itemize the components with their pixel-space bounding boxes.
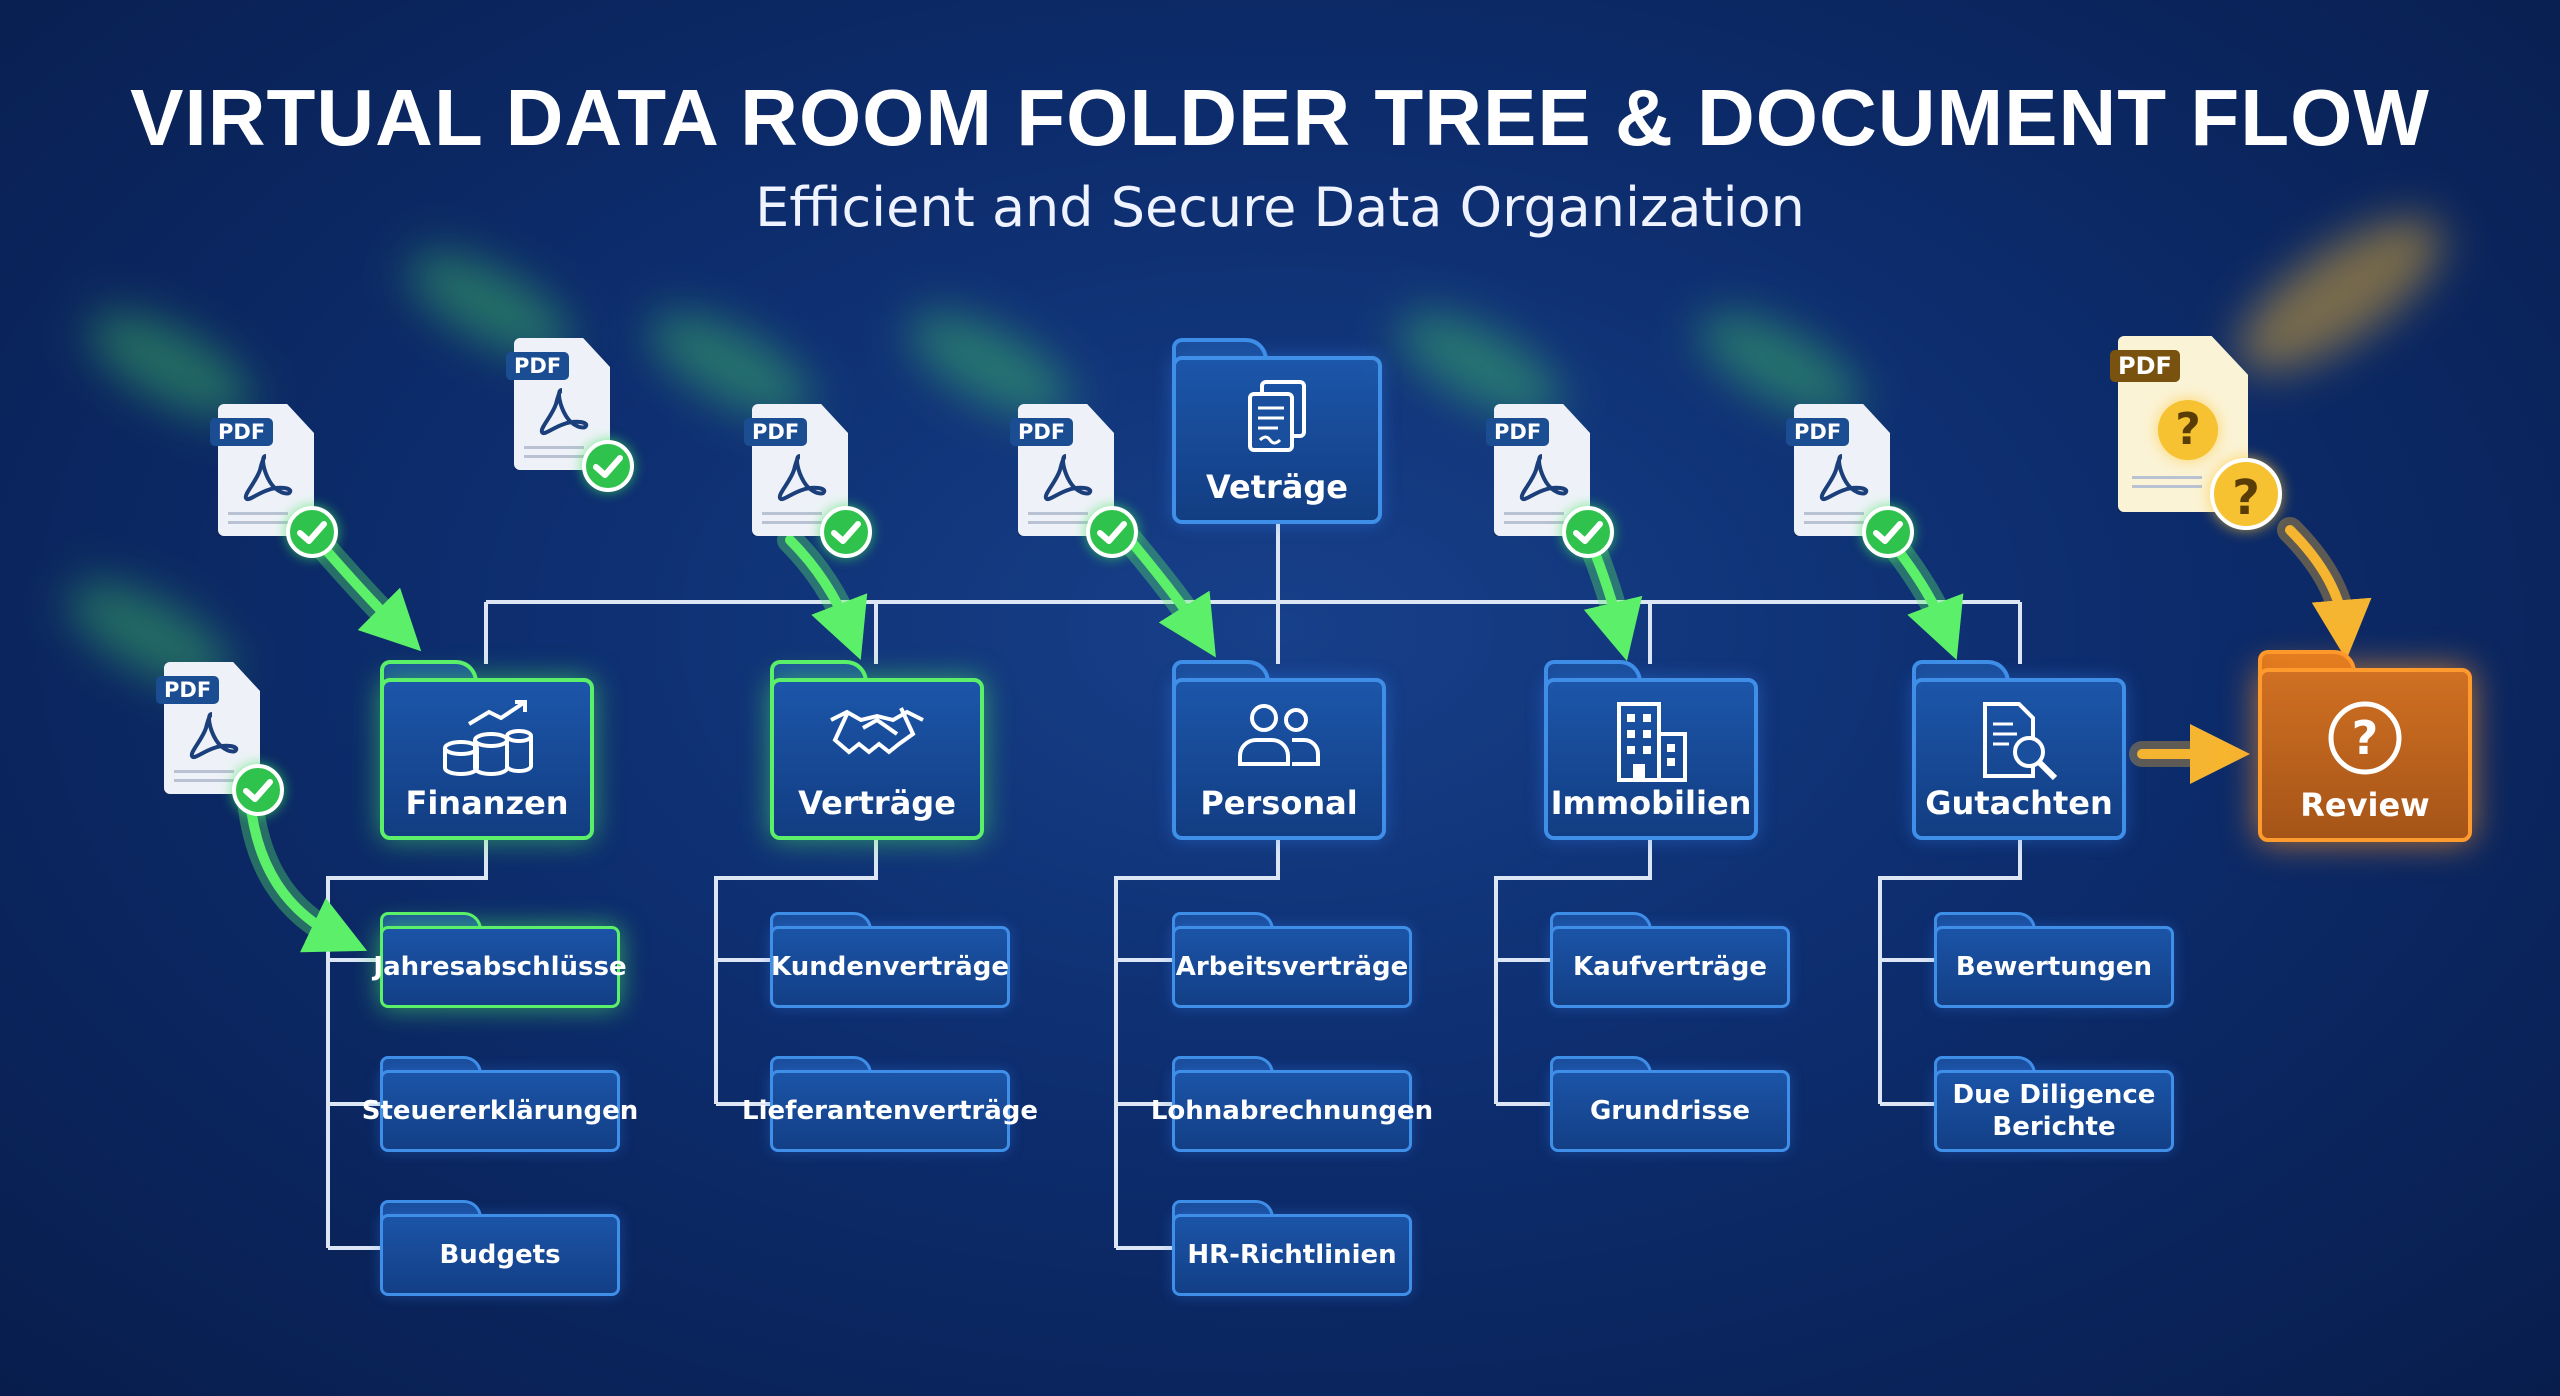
subfolder-label: Steuererklärungen: [361, 1096, 639, 1126]
folder-root[interactable]: Veträge: [1172, 338, 1382, 524]
folder-personal-label: Personal: [1200, 784, 1358, 822]
connector-subtree-1: [714, 840, 878, 1104]
handshake-icon: [827, 700, 927, 774]
pdf-document[interactable]: PDF: [1010, 404, 1138, 558]
subfolder-label: Budgets: [439, 1240, 561, 1270]
flow-arrow-jahresabschluesse: [245, 795, 368, 953]
subfolder-label: HR-Richtlinien: [1187, 1240, 1397, 1270]
pdf-badge: PDF: [506, 352, 570, 380]
pdf-document[interactable]: PDF: [156, 662, 284, 816]
text-lines: [1804, 512, 1864, 530]
check-icon: [232, 764, 284, 816]
connector-subtree-2: [1114, 840, 1280, 1248]
subfolder-bewertungen[interactable]: Bewertungen: [1934, 912, 2174, 1008]
pdf-icon: [240, 452, 294, 506]
folder-root-label: Veträge: [1206, 468, 1348, 506]
subfolder-lohnabrechnungen[interactable]: Lohnabrechnungen: [1151, 1056, 1433, 1152]
pdf-icon: [186, 710, 240, 764]
page-title: VIRTUAL DATA ROOM FOLDER TREE & DOCUMENT…: [130, 73, 2430, 162]
document-search-icon: [1977, 700, 2061, 788]
text-lines: [174, 770, 234, 788]
subfolder-budgets[interactable]: Budgets: [380, 1200, 620, 1296]
folder-vertraege[interactable]: Verträge: [770, 660, 984, 840]
pdf-badge: PDF: [156, 676, 220, 704]
pdf-document[interactable]: PDF: [1786, 404, 1914, 558]
folder-gutachten-label: Gutachten: [1925, 784, 2113, 822]
pdf-badge: PDF: [1010, 418, 1074, 446]
pdf-icon: [536, 386, 590, 440]
folder-personal[interactable]: Personal: [1172, 660, 1386, 840]
folder-immobilien[interactable]: Immobilien: [1544, 660, 1758, 840]
people-icon: [1234, 700, 1324, 774]
connector-subtree-4: [1878, 840, 2022, 1104]
flow-arrow-vertraege: [785, 535, 868, 660]
subfolder-label: Arbeitsverträge: [1175, 952, 1409, 982]
pdf-icon: [1516, 452, 1570, 506]
subfolder-grundrisse[interactable]: Grundrisse: [1550, 1056, 1790, 1152]
subfolder-kundenvertraege[interactable]: Kundenverträge: [770, 912, 1010, 1008]
subfolder-label: Grundrisse: [1589, 1096, 1751, 1126]
question-icon: ?: [2158, 400, 2218, 460]
pdf-badge: PDF: [1486, 418, 1550, 446]
subfolder-label: Kundenverträge: [771, 952, 1009, 982]
subfolder-label: Lieferantenverträge: [742, 1096, 1038, 1126]
connector-subtree-3: [1494, 840, 1652, 1104]
pdf-icon: [1816, 452, 1870, 506]
text-lines: [762, 512, 822, 530]
subfolder-lieferantenvertraege[interactable]: Lieferantenverträge: [742, 1056, 1038, 1152]
building-icon: [1611, 700, 1691, 788]
pdf-badge: PDF: [744, 418, 808, 446]
folder-finanzen[interactable]: Finanzen: [380, 660, 594, 840]
subfolder-label: Due Diligence Berichte: [1952, 1080, 2156, 1142]
subfolder-steuererklaerungen[interactable]: Steuererklärungen: [362, 1056, 638, 1152]
pdf-badge: PDF: [1786, 418, 1850, 446]
pdf-icon: [774, 452, 828, 506]
flow-arrow-personal: [1125, 535, 1216, 658]
pdf-document[interactable]: PDF: [506, 338, 634, 492]
pdf-document[interactable]: PDF: [1486, 404, 1614, 558]
folder-finanzen-label: Finanzen: [405, 784, 569, 822]
folder-review-label: Review: [2300, 786, 2430, 824]
coins-chart-icon: [439, 700, 535, 784]
text-lines: [1504, 512, 1564, 530]
pdf-document[interactable]: PDF: [744, 404, 872, 558]
pdf-badge: PDF: [210, 418, 274, 446]
connector-subtree-0: [326, 840, 488, 1248]
flow-arrow-review-in: [2285, 525, 2372, 660]
check-icon: [286, 506, 338, 558]
subfolder-label: Jahresabschlüsse: [373, 952, 627, 982]
check-icon: [820, 506, 872, 558]
subfolder-jahresabschluesse[interactable]: Jahresabschlüsse: [373, 912, 627, 1008]
text-lines: [1028, 512, 1088, 530]
subfolder-label: Lohnabrechnungen: [1150, 1096, 1434, 1126]
subfolder-label: Kaufverträge: [1573, 952, 1767, 982]
pdf-badge: PDF: [2110, 350, 2180, 382]
text-lines: [2132, 476, 2202, 494]
pdf-document[interactable]: PDF: [210, 404, 338, 558]
check-icon: [1086, 506, 1138, 558]
check-icon: [1562, 506, 1614, 558]
documents-icon: [1242, 378, 1312, 462]
pdf-icon: [1040, 452, 1094, 506]
folder-vertraege-label: Verträge: [798, 784, 956, 822]
folder-immobilien-label: Immobilien: [1550, 784, 1752, 822]
folder-review[interactable]: ? Review: [2258, 650, 2472, 842]
subfolder-hr-richtlinien[interactable]: HR-Richtlinien: [1172, 1200, 1412, 1296]
text-lines: [524, 446, 584, 464]
check-icon: [582, 440, 634, 492]
pdf-document-pending[interactable]: PDF ? ?: [2110, 336, 2282, 530]
subfolder-label: Bewertungen: [1955, 952, 2153, 982]
text-lines: [228, 512, 288, 530]
svg-text:?: ?: [2352, 711, 2379, 765]
subfolder-kaufvertraege[interactable]: Kaufverträge: [1550, 912, 1790, 1008]
folder-gutachten[interactable]: Gutachten: [1912, 660, 2126, 840]
subfolder-arbeitsvertraege[interactable]: Arbeitsverträge: [1172, 912, 1412, 1008]
question-icon: ?: [2325, 698, 2405, 782]
page-subtitle: Efficient and Secure Data Organization: [755, 176, 1805, 239]
check-icon: [1862, 506, 1914, 558]
subfolder-due-diligence-berichte[interactable]: Due Diligence Berichte: [1934, 1056, 2174, 1152]
question-icon: ?: [2210, 458, 2282, 530]
